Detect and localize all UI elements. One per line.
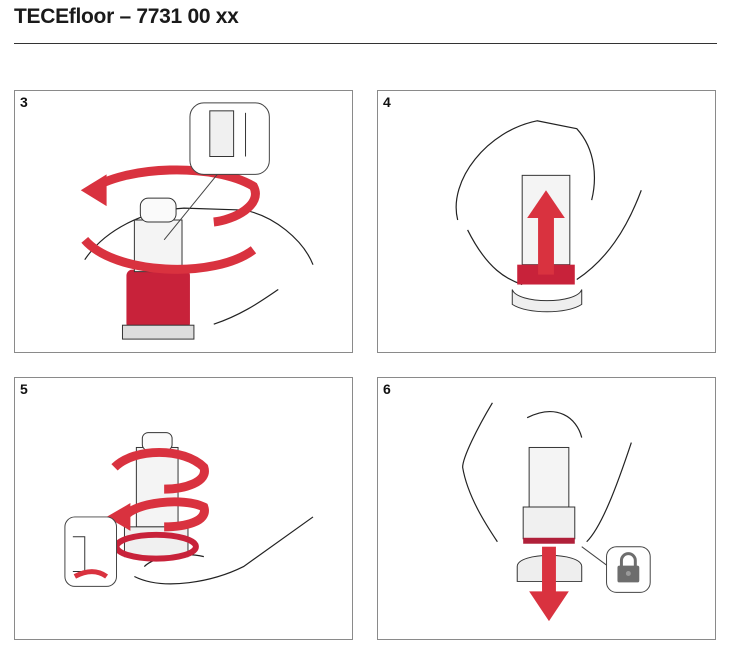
red-collar bbox=[126, 269, 190, 330]
step-4-illustration bbox=[455, 120, 642, 313]
rotate-arrow-upper bbox=[111, 448, 209, 494]
header-divider bbox=[14, 43, 717, 44]
rotate-arrow bbox=[87, 165, 260, 227]
arrow-head-icon bbox=[106, 503, 131, 531]
red-ring bbox=[523, 537, 575, 544]
arrow-head-icon bbox=[527, 190, 565, 219]
step-6-illustration bbox=[462, 402, 651, 622]
arrow-head-icon bbox=[80, 174, 107, 207]
down-arrow bbox=[542, 546, 556, 595]
step-number: 4 bbox=[383, 94, 391, 110]
lock-icon bbox=[617, 552, 640, 583]
step-3-panel: 3 bbox=[14, 90, 353, 353]
up-arrow bbox=[538, 215, 554, 275]
step-4-panel: 4 bbox=[377, 90, 716, 353]
step-3-illustration bbox=[80, 102, 314, 340]
step-number: 3 bbox=[20, 94, 28, 110]
step-5-panel: 5 bbox=[14, 377, 353, 640]
page-title: TECEfloor – 7731 00 xx bbox=[14, 5, 239, 28]
detail-callout bbox=[64, 516, 118, 587]
step-number: 6 bbox=[383, 381, 391, 397]
arrow-head-icon bbox=[529, 591, 569, 622]
step-number: 5 bbox=[20, 381, 28, 397]
step-6-panel: 6 bbox=[377, 377, 716, 640]
rotate-arrow-lower bbox=[120, 497, 209, 532]
step-5-illustration bbox=[64, 432, 314, 587]
